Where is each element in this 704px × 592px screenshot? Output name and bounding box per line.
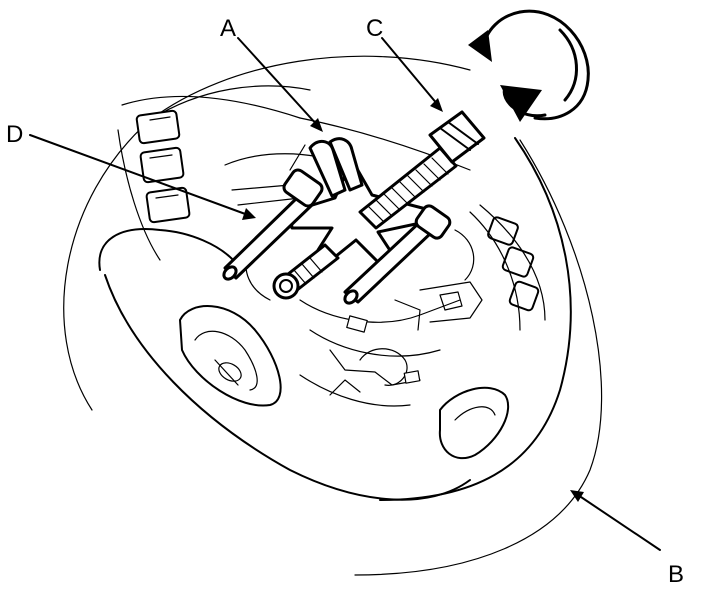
callout-labels: A C D B	[6, 15, 684, 588]
bolt-d	[222, 168, 324, 281]
clockwise-rotation-arrow-icon	[468, 9, 590, 122]
side-bolt-right	[343, 204, 452, 305]
center-shaft	[272, 243, 340, 300]
callout-c: C	[366, 15, 383, 42]
left-switch-panel	[135, 109, 191, 224]
right-switch-panel	[469, 204, 546, 331]
hub-mechanism	[224, 144, 483, 407]
lower-left-pad	[179, 305, 282, 407]
callout-a: A	[220, 15, 236, 42]
callout-b: B	[668, 561, 684, 588]
lower-right-pad	[438, 386, 510, 460]
threaded-screw-c	[358, 110, 486, 230]
callout-d: D	[6, 121, 23, 148]
steering-wheel-puller	[222, 110, 486, 305]
steering-wheel	[63, 55, 603, 576]
leader-lines	[29, 37, 661, 551]
